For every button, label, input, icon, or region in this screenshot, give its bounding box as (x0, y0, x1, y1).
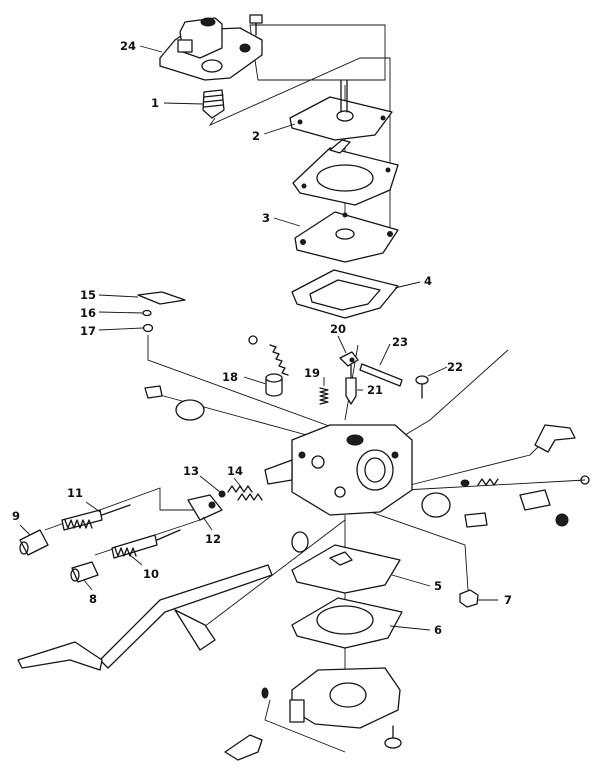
callout-label: 5 (434, 579, 442, 593)
callout-label: 19 (304, 366, 320, 380)
throttle-plate (421, 492, 488, 528)
callout-label: 11 (67, 486, 83, 500)
part-1-inlet-screen (202, 89, 225, 119)
part-13-spring (218, 490, 226, 498)
part-24-cover (159, 14, 263, 81)
part-10-adjust-needle (111, 529, 181, 559)
part-5-gasket (291, 544, 401, 594)
callout-label: 21 (367, 383, 383, 397)
callout-label: 16 (80, 306, 96, 320)
bottom-pump-cover (261, 667, 401, 729)
callout-label: 22 (447, 360, 463, 374)
callout-label: 1 (151, 96, 159, 110)
part-6-metering-cover-plate (291, 597, 403, 649)
part-19-spring (319, 387, 329, 405)
choke-plate (144, 385, 205, 421)
choke-shaft-lower (17, 531, 309, 671)
part-4-gasket (291, 269, 399, 319)
part-9-limiter-cap (19, 529, 49, 556)
callout-label: 15 (80, 288, 96, 302)
callout-label: 3 (262, 211, 270, 225)
callout-label: 8 (89, 592, 97, 606)
part-2-diaphragm (289, 79, 393, 141)
part-20-inlet-control-lever (339, 351, 359, 367)
part-8-limiter-cap (70, 561, 99, 583)
callout-label: 10 (143, 567, 159, 581)
throttle-shaft-right (460, 475, 590, 527)
callout-label: 9 (12, 509, 20, 523)
callout-label: 20 (330, 322, 346, 336)
part-21-inlet-needle (345, 363, 357, 405)
callout-leader-lines (19, 45, 498, 631)
callout-label: 6 (434, 623, 442, 637)
callout-label: 12 (205, 532, 221, 546)
part-17-pin (142, 323, 154, 333)
part-14-springs (227, 485, 263, 501)
callout-label: 23 (392, 335, 408, 349)
callout-label: 24 (120, 39, 136, 53)
callout-label: 14 (227, 464, 243, 478)
part-18-welch-plug (265, 373, 283, 397)
part-16-e-ring (142, 309, 152, 317)
callout-label: 7 (504, 593, 512, 607)
bottom-screw (384, 725, 402, 749)
callout-labels: 24 1 2 3 4 15 16 17 18 19 20 21 22 23 13… (12, 39, 512, 637)
part-22-screw (415, 375, 429, 399)
fuel-fitting (224, 734, 263, 761)
part-15-inlet-needle-lever (137, 291, 186, 305)
throttle-lever-right (534, 424, 576, 453)
callout-label: 13 (183, 464, 199, 478)
callout-label: 4 (424, 274, 432, 288)
part-23-shaft (359, 363, 403, 387)
callout-label: 17 (80, 324, 96, 338)
part-11-adjust-needle (61, 504, 131, 531)
part-3-metering-diaphragm (294, 211, 399, 263)
pump-body-plate (292, 139, 399, 206)
part-7-nut (459, 589, 479, 608)
throttle-spring-detail (248, 335, 289, 376)
callout-label: 18 (222, 370, 238, 384)
part-12-needle-housing (187, 494, 223, 521)
callout-label: 2 (252, 129, 260, 143)
carburetor-main-body (264, 424, 413, 516)
